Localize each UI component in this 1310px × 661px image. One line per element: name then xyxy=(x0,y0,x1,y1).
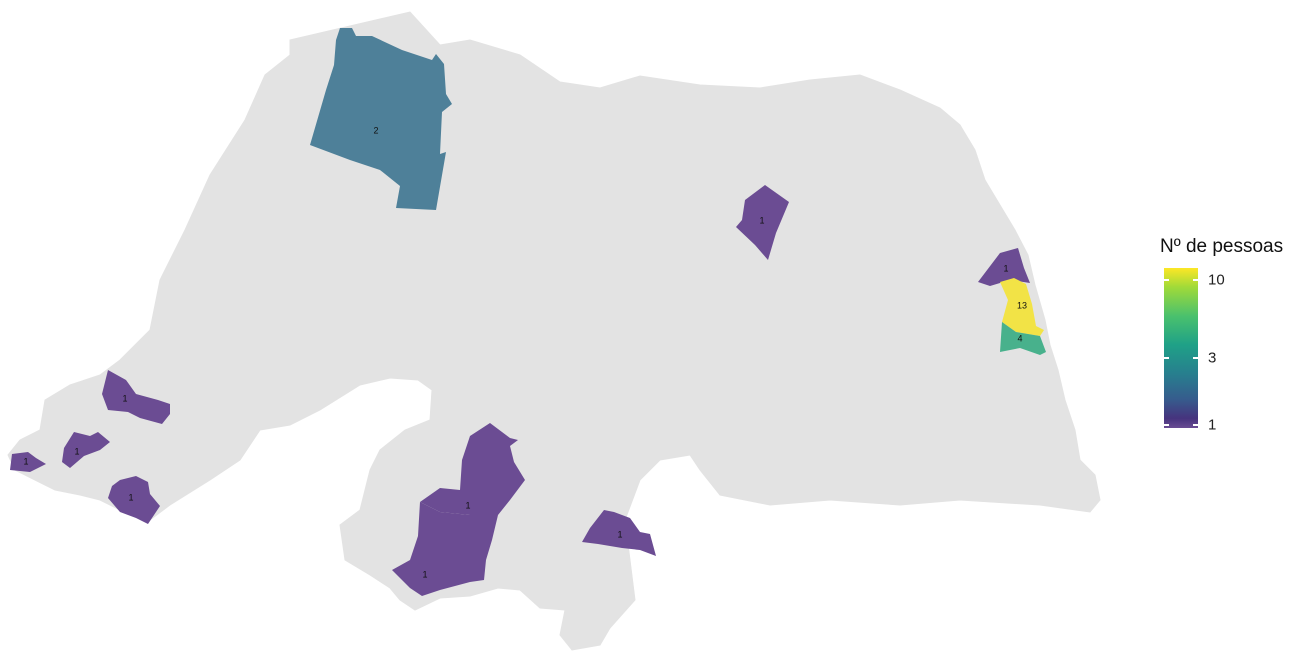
municipality-east-coast-capital xyxy=(1000,278,1044,336)
label-west-a: 1 xyxy=(122,393,127,403)
municipality-west-c xyxy=(10,452,46,472)
legend: Nº de pessoas 10 3 1 xyxy=(1160,236,1284,434)
choropleth-map: 2 1 1 13 4 1 1 1 1 1 1 1 xyxy=(7,11,1101,651)
label-central-north: 1 xyxy=(759,215,764,225)
label-north-west: 2 xyxy=(373,125,378,135)
municipality-central-north xyxy=(736,185,789,260)
label-east-coast-north: 1 xyxy=(1003,263,1008,273)
municipality-west-d xyxy=(108,476,160,524)
municipality-east-coast-south xyxy=(1000,322,1046,355)
label-south-east: 1 xyxy=(617,529,622,539)
label-west-d: 1 xyxy=(128,492,133,502)
legend-tick-label-10: 10 xyxy=(1208,271,1225,289)
label-west-b: 1 xyxy=(74,446,79,456)
municipality-west-a xyxy=(102,370,170,424)
municipality-south-central-lower xyxy=(392,502,498,596)
municipality-east-coast-north xyxy=(978,248,1030,286)
label-south-central-upper: 1 xyxy=(465,500,470,510)
label-east-coast-south: 4 xyxy=(1017,333,1022,343)
legend-tick-label-1: 1 xyxy=(1208,416,1217,434)
municipality-south-east xyxy=(582,510,656,556)
legend-tick-label-3: 3 xyxy=(1208,349,1217,367)
label-east-coast-capital: 13 xyxy=(1017,300,1027,310)
legend-colorbar xyxy=(1164,268,1198,428)
legend-colorbar-group: 10 3 1 xyxy=(1160,268,1283,434)
label-south-central-lower: 1 xyxy=(422,569,427,579)
municipality-west-b xyxy=(62,432,110,468)
legend-title: Nº de pessoas xyxy=(1160,236,1284,257)
municipality-north-west xyxy=(310,28,452,210)
state-outline xyxy=(7,11,1101,651)
label-west-c: 1 xyxy=(23,456,28,466)
municipality-south-central-upper xyxy=(420,423,525,515)
